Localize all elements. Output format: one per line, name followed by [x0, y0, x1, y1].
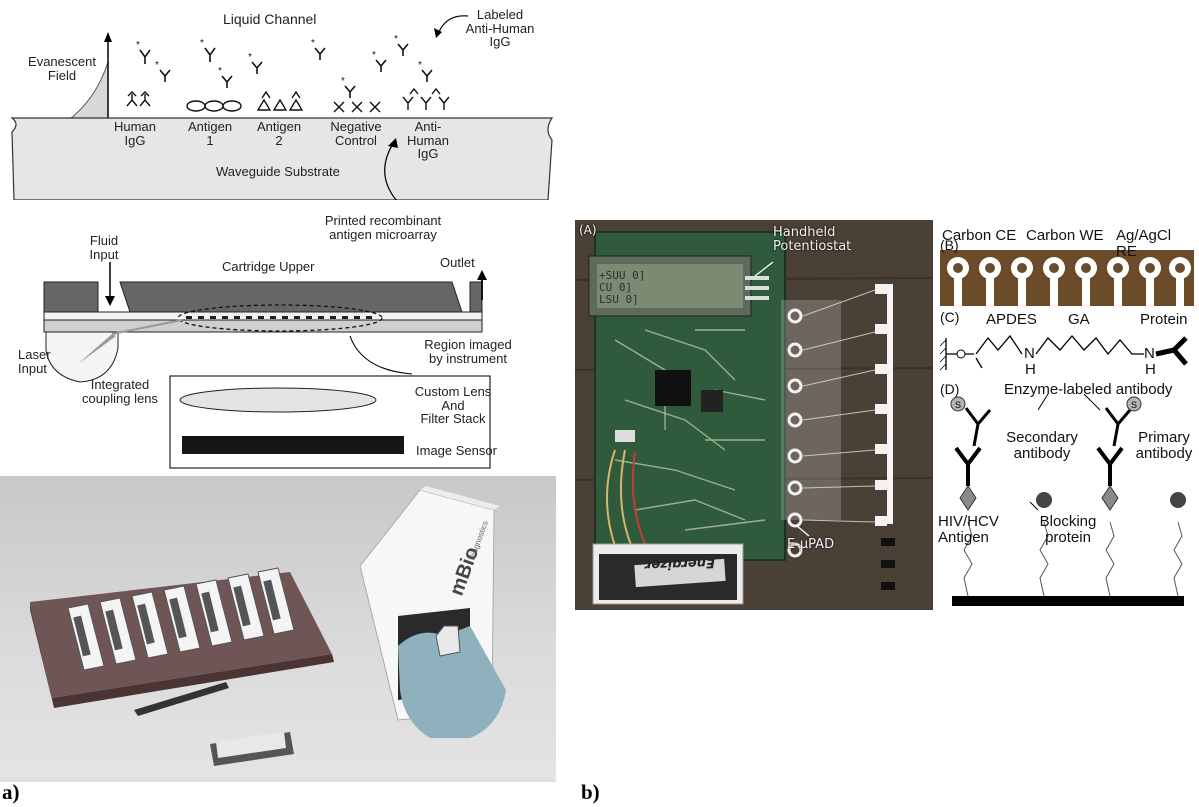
- panel-a-middle: Printed recombinant antigen microarray F…: [0, 200, 560, 470]
- primary-antibody-label: Primary antibody: [1128, 430, 1199, 462]
- spot-label-antigen-2: Antigen 2: [249, 120, 309, 147]
- svg-text:*: *: [418, 60, 422, 71]
- electrode-label-carbon-ce: Carbon CE: [942, 228, 1016, 244]
- panel-b-chemistry: (C) APDES GA Protein N H N H: [938, 310, 1196, 380]
- custom-lens-label: Custom Lens And Filter Stack: [412, 385, 494, 426]
- printed-recombinant-label: Printed recombinant antigen microarray: [312, 214, 454, 241]
- panel-a-top: *** *** *** * Liquid Channel Labe: [0, 0, 560, 200]
- svg-text:*: *: [372, 50, 376, 61]
- image-sensor-label: Image Sensor: [416, 444, 497, 458]
- svg-text:S: S: [1131, 400, 1137, 410]
- coupling-lens-label: Integrated coupling lens: [80, 378, 160, 405]
- amine-n-left: N: [1024, 346, 1035, 362]
- panel-b-label: b): [581, 780, 600, 805]
- cartridge-upper-block: [120, 282, 462, 312]
- svg-text:*: *: [394, 34, 398, 45]
- svg-text:*: *: [311, 38, 315, 49]
- cartridge-tray-photo: [0, 476, 556, 778]
- handheld-potentiostat-label: Handheld Potentiostat: [773, 226, 883, 253]
- svg-text:*: *: [200, 38, 204, 49]
- svg-text:*: *: [248, 52, 252, 63]
- amine-h-right: H: [1145, 362, 1156, 378]
- svg-text:S: S: [955, 400, 961, 410]
- waveguide-substrate-label: Waveguide Substrate: [216, 165, 340, 179]
- panel-b-assay: S S (D) Enzyme-labeled antibody Secondar…: [938, 382, 1196, 614]
- panel-a-label: a): [2, 780, 20, 805]
- region-imaged-label: Region imaged by instrument: [412, 338, 524, 365]
- custom-lens-shape: [180, 388, 376, 412]
- apdes-label: APDES: [986, 312, 1037, 328]
- panel-b-device-photo: (A) Handheld Potentiostat +SUU 0] CU 0] …: [575, 220, 933, 610]
- spot-label-anti-human-igg: Anti- Human IgG: [398, 120, 458, 161]
- hiv-hcv-antigen-label: HIV/HCV Antigen: [938, 514, 999, 546]
- svg-text:*: *: [218, 66, 222, 77]
- panel-b-a-tag: (A): [579, 224, 597, 237]
- cartridge-upper-label: Cartridge Upper: [222, 260, 315, 274]
- photo-caption-strip: [0, 778, 556, 782]
- panel-b-electrodes: (B) Carbon CE Carbon WE Ag/AgCl RE: [938, 228, 1196, 308]
- ga-label: GA: [1068, 312, 1090, 328]
- outlet-label: Outlet: [440, 256, 475, 270]
- lcd-line-3: LSU 0]: [599, 294, 739, 306]
- svg-text:*: *: [341, 76, 345, 87]
- secondary-antibody-label: Secondary antibody: [996, 430, 1088, 462]
- fluid-input-label: Fluid Input: [80, 234, 128, 261]
- panel-a-photo: mBio Diagnostics: [0, 476, 556, 778]
- amine-n-right: N: [1144, 346, 1155, 362]
- lcd-display: +SUU 0] CU 0] LSU 0]: [599, 270, 739, 306]
- liquid-channel-label: Liquid Channel: [223, 12, 316, 27]
- evanescent-field-label: Evanescent Field: [24, 55, 100, 82]
- labeled-anti-human-igg-label: Labeled Anti-Human IgG: [460, 8, 540, 49]
- spot-label-human-igg: Human IgG: [110, 120, 160, 147]
- svg-text:*: *: [155, 60, 159, 71]
- electrode-label-ag-agcl-re: Ag/AgCl RE: [1116, 228, 1196, 260]
- spot-label-negative-control: Negative Control: [322, 120, 390, 147]
- panel-b-d-tag: (D): [940, 382, 959, 397]
- image-sensor-shape: [182, 436, 404, 454]
- e-upad-label: E-μPAD: [787, 538, 834, 552]
- amine-h-left: H: [1025, 362, 1036, 378]
- battery-brand-label: Energizer: [645, 555, 715, 572]
- panel-b-c-tag: (C): [940, 310, 959, 325]
- protein-label: Protein: [1140, 312, 1188, 328]
- svg-text:*: *: [136, 40, 140, 51]
- blocking-protein-label: Blocking protein: [1030, 514, 1106, 546]
- electrode-label-carbon-we: Carbon WE: [1026, 228, 1104, 244]
- spot-label-antigen-1: Antigen 1: [180, 120, 240, 147]
- immunoassay-schematic: S S: [938, 382, 1196, 614]
- enzyme-labeled-antibody-label: Enzyme-labeled antibody: [1004, 382, 1172, 398]
- laser-input-label: Laser Input: [18, 348, 51, 375]
